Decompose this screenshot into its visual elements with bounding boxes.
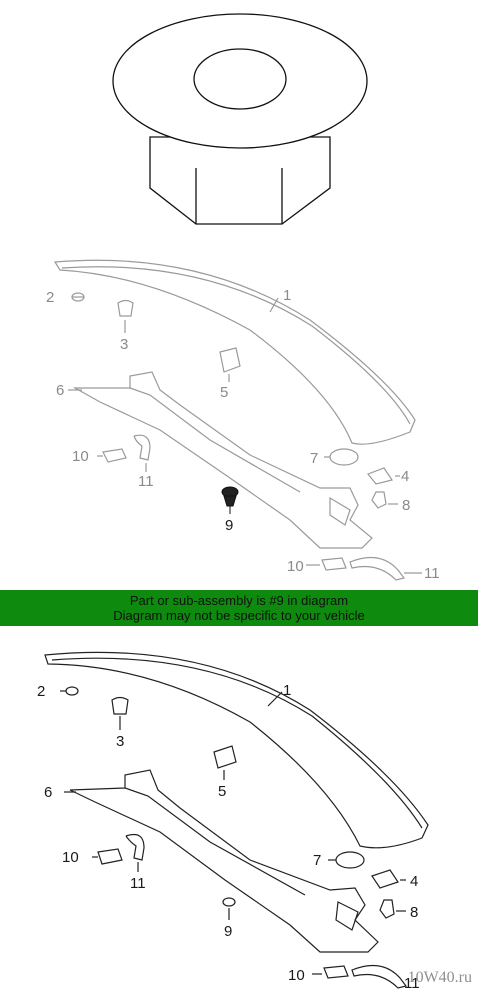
top-assembly (53, 259, 422, 581)
top-callout-8: 8 (402, 497, 410, 514)
top-part-9-highlight (221, 486, 239, 514)
bottom-callout-4: 4 (410, 873, 418, 890)
top-callout-10b: 10 (287, 558, 304, 575)
zoomed-part-9 (112, 13, 368, 225)
banner-line-1: Part or sub-assembly is #9 in diagram (129, 593, 349, 608)
top-callout-3: 3 (120, 336, 128, 353)
banner-line-2: Diagram may not be specific to your vehi… (113, 608, 365, 623)
top-callout-4: 4 (401, 468, 409, 485)
bottom-callout-1: 1 (283, 682, 291, 699)
top-callout-11a: 11 (138, 473, 154, 490)
top-callout-11b: 11 (424, 565, 440, 582)
top-callout-5: 5 (220, 384, 228, 401)
info-banner: Part or sub-assembly is #9 in diagram Di… (0, 590, 478, 626)
bottom-callout-10a: 10 (62, 849, 79, 866)
top-callout-10a: 10 (72, 448, 89, 465)
site-watermark: 10W40.ru (407, 969, 472, 986)
bottom-callout-5: 5 (218, 783, 226, 800)
top-callout-7: 7 (310, 450, 318, 467)
top-callout-9: 9 (225, 517, 233, 534)
bottom-callout-7: 7 (313, 852, 321, 869)
bottom-callout-11a: 11 (130, 875, 146, 892)
bottom-callout-3: 3 (116, 733, 124, 750)
bottom-callout-8: 8 (410, 904, 418, 921)
top-callout-6: 6 (56, 382, 64, 399)
bottom-callout-11b: 11 (404, 975, 420, 992)
bottom-callout-2: 2 (37, 683, 45, 700)
top-callout-2: 2 (46, 289, 54, 306)
bottom-callout-9: 9 (224, 923, 232, 940)
top-callout-1: 1 (283, 287, 291, 304)
bottom-callout-6: 6 (44, 784, 52, 801)
bottom-assembly (44, 651, 429, 989)
bottom-callout-10b: 10 (288, 967, 305, 984)
